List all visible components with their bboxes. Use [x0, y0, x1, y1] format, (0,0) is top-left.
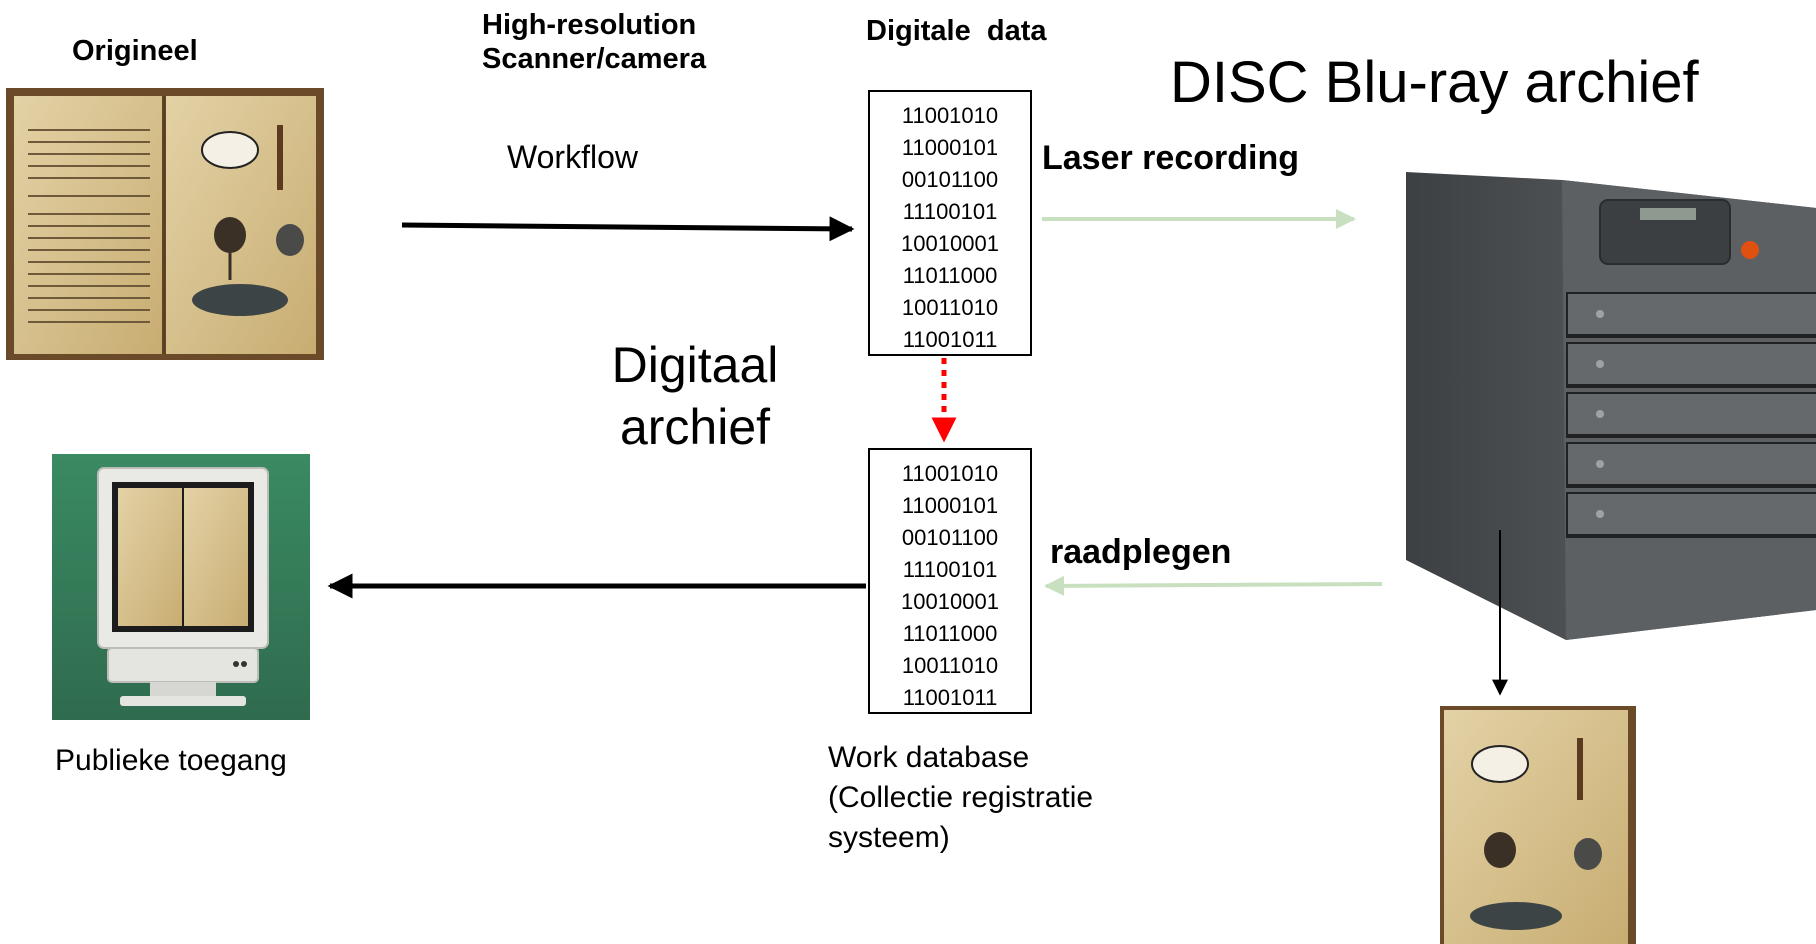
label-digitaal-line2: archief	[619, 399, 771, 455]
binary-line: 10011010	[901, 653, 999, 678]
binary-line: 00101100	[901, 525, 999, 550]
binary-line: 11100101	[902, 199, 998, 224]
label-publieke-toegang: Publieke toegang	[55, 744, 287, 777]
binary-line: 11100101	[902, 557, 998, 582]
binary-line: 11001010	[901, 103, 999, 128]
computer-monitor-image	[52, 454, 310, 720]
binary-line: 11000101	[901, 135, 999, 160]
binary-line: 10010001	[901, 231, 999, 256]
label-digitaal-archief: Digitaal archief	[595, 334, 795, 458]
binary-line: 11000101	[901, 493, 999, 518]
label-scanner-line1: High-resolution	[482, 9, 697, 41]
page-title: DISC Blu-ray archief	[1170, 50, 1699, 115]
arrow-workflow	[401, 216, 855, 242]
label-laser-recording: Laser recording	[1042, 139, 1299, 177]
label-workdb-line2: (Collectie registratie	[828, 781, 1094, 814]
label-digitaal-line1: Digitaal	[611, 337, 779, 393]
binary-line: 11011000	[902, 263, 998, 288]
label-workflow: Workflow	[507, 139, 638, 175]
label-raadplegen: raadplegen	[1050, 533, 1232, 571]
label-workdb-line1: Work database	[828, 741, 1030, 774]
binary-line: 11011000	[902, 621, 998, 646]
label-scanner: High-resolution Scanner/camera	[482, 8, 706, 76]
label-scanner-line2: Scanner/camera	[482, 43, 707, 75]
binary-line: 11001010	[901, 461, 999, 486]
bluray-server-image	[1406, 172, 1816, 640]
label-work-database: Work database (Collectie registratie sys…	[828, 738, 1093, 858]
label-workdb-line3: systeem)	[828, 821, 950, 854]
label-origineel: Origineel	[72, 35, 198, 67]
binary-line: 10011010	[901, 295, 999, 320]
binary-box-digital-data: 11001010 11000101 00101100 11100101 1001…	[868, 90, 1032, 356]
printed-page-image	[1440, 706, 1636, 944]
arrow-raadplegen	[1044, 575, 1383, 596]
binary-line: 11001011	[902, 685, 998, 710]
binary-box-work-database: 11001010 11000101 00101100 11100101 1001…	[868, 448, 1032, 714]
open-book-image	[6, 88, 324, 360]
binary-line: 10010001	[901, 589, 999, 614]
binary-line: 11001011	[902, 327, 998, 352]
label-digitale-data: Digitale data	[866, 15, 1047, 47]
binary-line: 00101100	[901, 167, 999, 192]
